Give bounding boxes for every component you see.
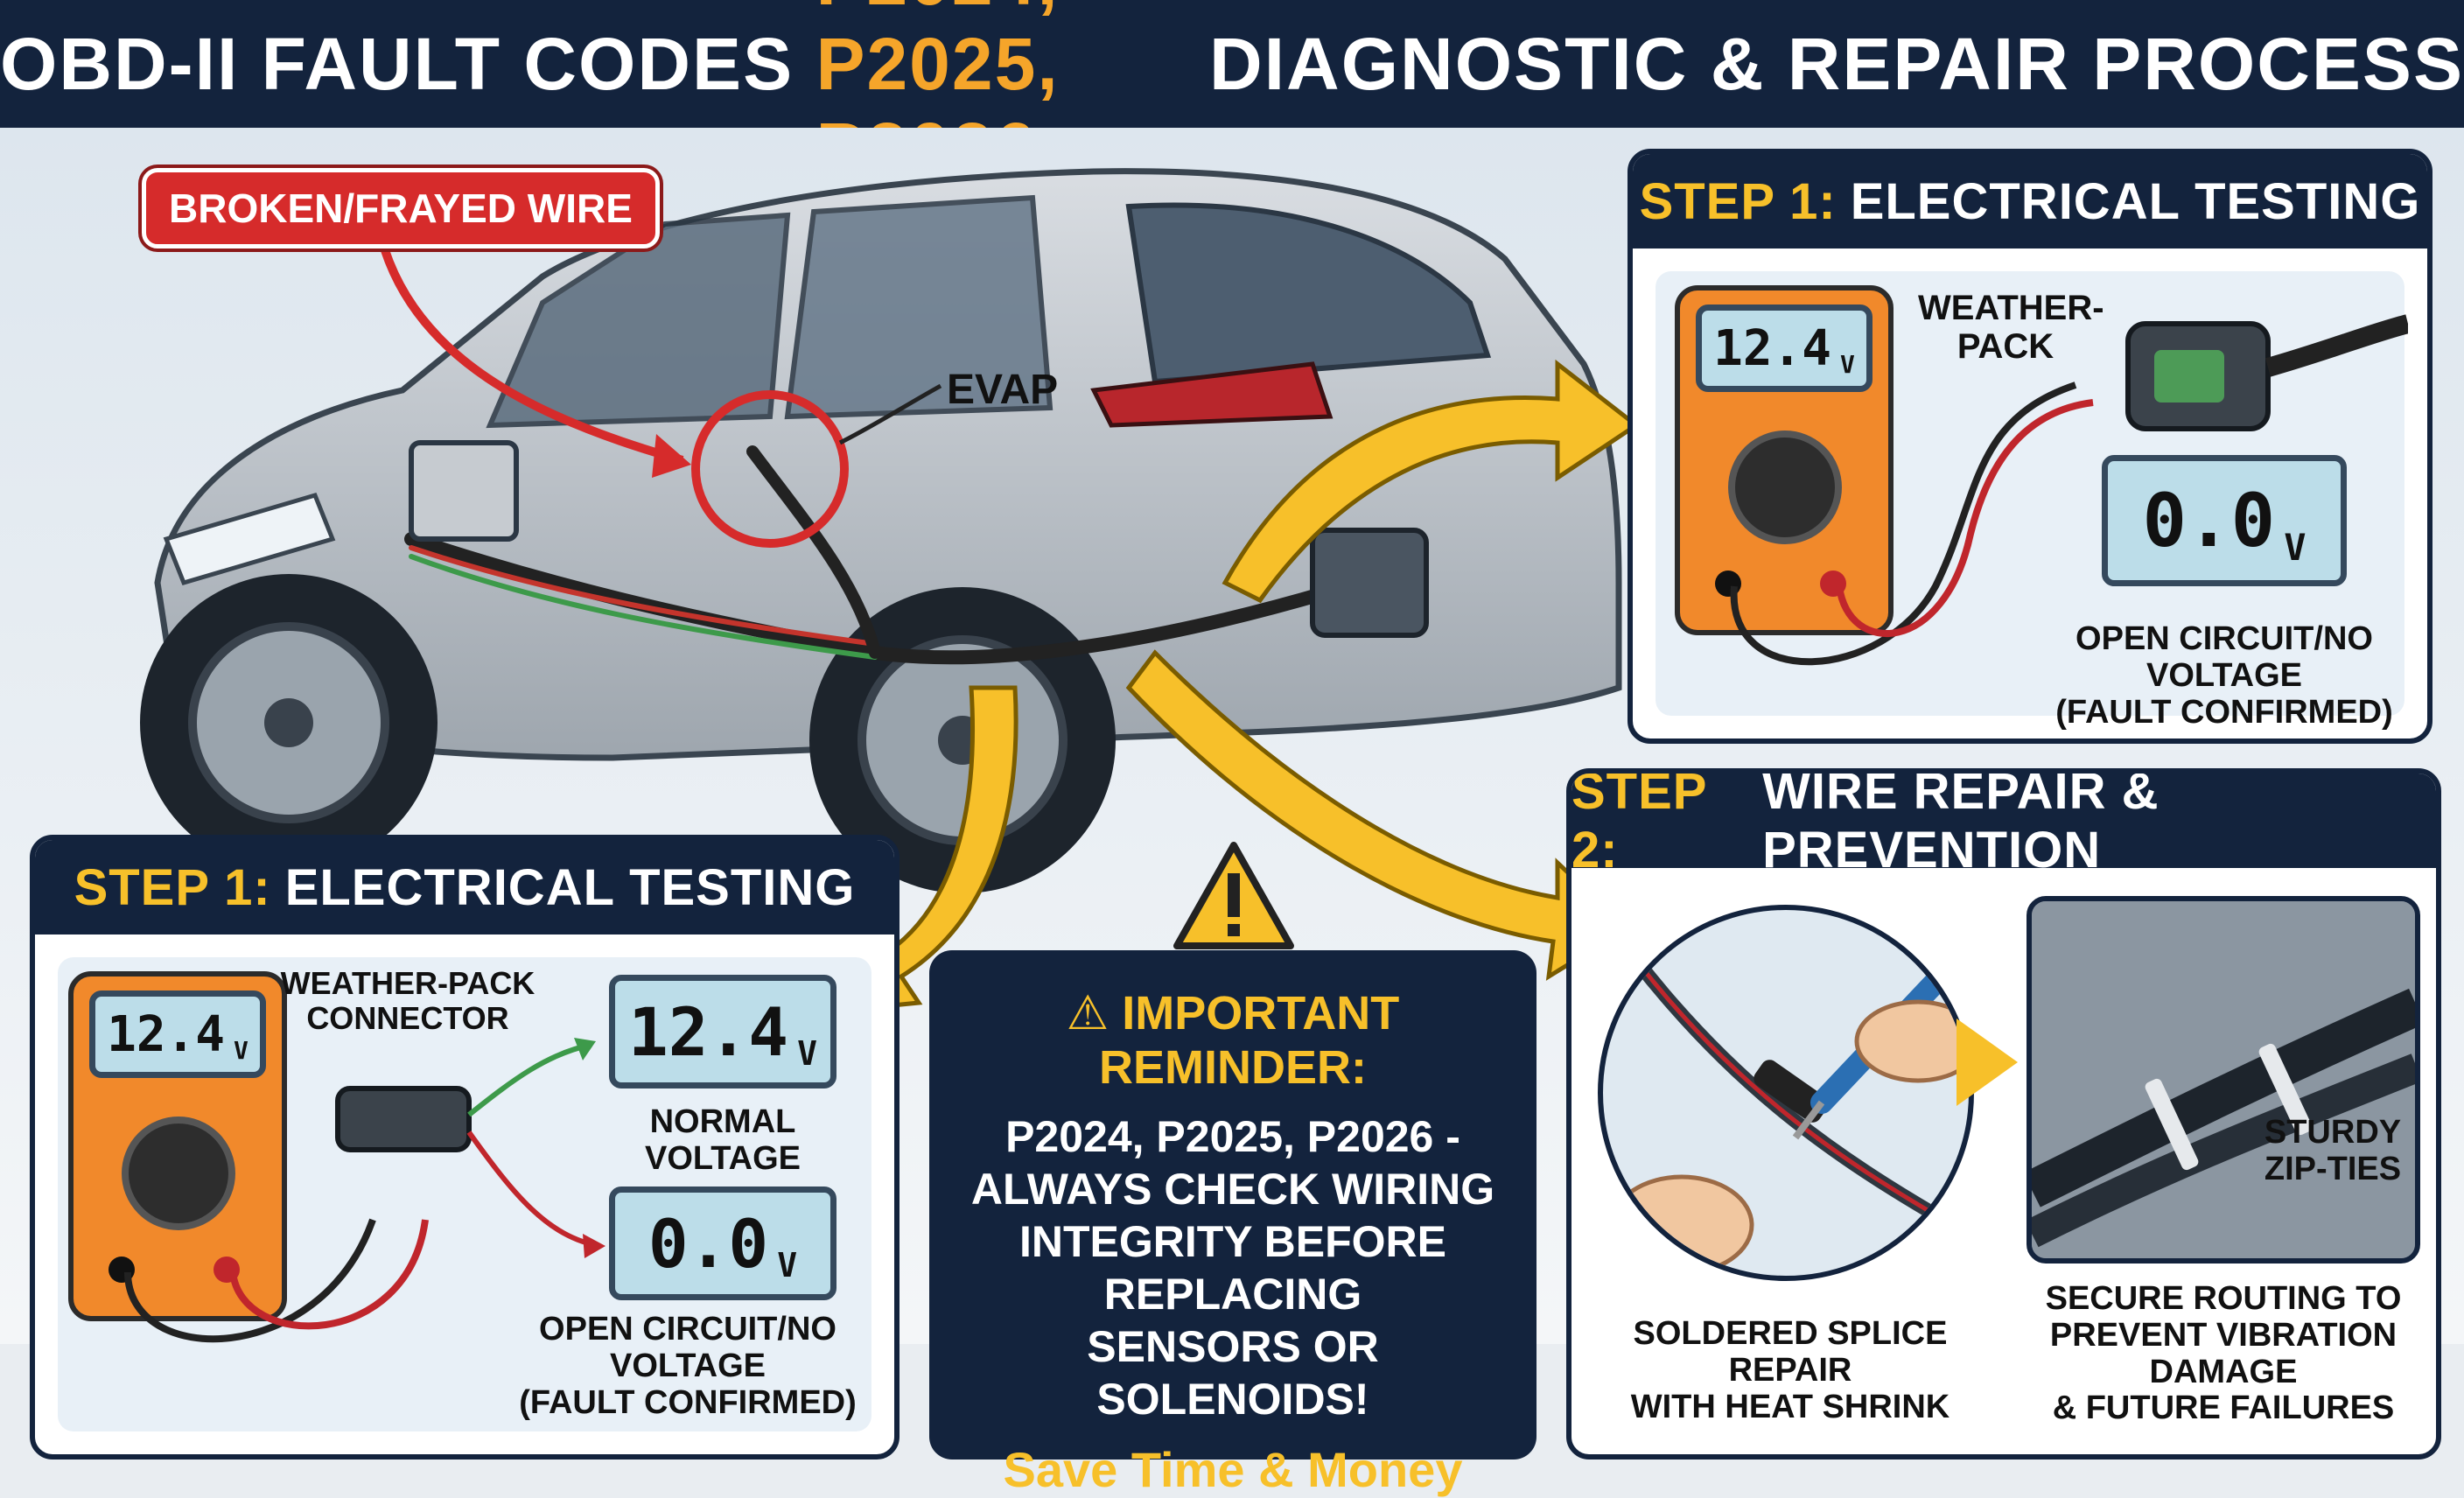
step1-top-status-line2: (FAULT CONFIRMED) [2055,693,2393,731]
headlight [163,492,336,586]
left-connector-body [335,1086,472,1152]
reminder-warning-icon: ⚠ [1066,987,1123,1040]
multimeter-unit: V [1840,349,1855,379]
splice-caption-line1: SOLDERED SPLICE REPAIR [1633,1315,1948,1389]
step1-top-readout-value: 0.0 [2142,478,2276,564]
ziptie-label: STURDY ZIP-TIES [2254,1114,2412,1188]
harness-routing-illustration [2032,901,2415,1258]
reminder-body: P2024, P2025, P2026 - ALWAYS CHECK WIRIN… [956,1110,1510,1425]
fault-voltage-unit: V [777,1245,798,1284]
broken-wire-label: BROKEN/FRAYED WIRE [142,168,660,248]
normal-voltage-unit: V [797,1033,817,1073]
left-multimeter-reading: 12.4 [107,1005,225,1063]
weatherpack-label: WEATHER- PACK [1918,289,2104,366]
step1-top-readout-unit: V [2284,526,2306,570]
broken-wire-highlight [691,390,849,548]
left-connector-label-line1: WEATHER-PACK [280,965,536,1001]
evap-label: EVAP [947,367,1059,413]
multimeter-dial [1728,430,1842,544]
front-wheel [140,574,438,872]
routing-caption-line2: PREVENT VIBRATION DAMAGE [2049,1316,2398,1390]
fault-voltage-caption: OPEN CIRCUIT/NO VOLTAGE (FAULT CONFIRMED… [495,1311,880,1421]
left-connector-label: WEATHER-PACK CONNECTOR [276,966,539,1035]
evap-solenoid [1310,528,1429,638]
splice-image [1598,905,1974,1281]
page-header: OBD-II FAULT CODES P2024, P2025, P2026: … [0,0,2464,190]
header-prefix: OBD-II FAULT CODES [0,22,816,105]
step1-top-title: STEP 1: ELECTRICAL TESTING [1633,154,2427,248]
step1-top-step: STEP 1: [1639,172,1837,230]
control-module [409,440,519,542]
left-multimeter-dial [122,1116,235,1230]
probe-leads [1730,314,2408,666]
reminder-footer: Save Time & Money [1003,1442,1463,1497]
ziptie-label-line2: ZIP-TIES [2264,1150,2402,1187]
warning-icon [1173,842,1294,949]
reminder-line4: SENSORS OR SOLENOIDS! [1087,1322,1379,1424]
reminder-title: ⚠ IMPORTANT REMINDER: [956,985,1510,1095]
splice-caption-line2: WITH HEAT SHRINK [1630,1388,1950,1425]
fault-voltage-line1: OPEN CIRCUIT/NO VOLTAGE [539,1311,836,1384]
left-multimeter-unit: V [234,1035,248,1065]
hatch-window [1125,202,1492,385]
tail-light [1090,361,1334,428]
wiring-harness [404,445,1337,665]
weatherpack-label-line2: PACK [1956,327,2054,366]
normal-voltage-value: 12.4 [628,992,789,1071]
rear-window [784,194,1054,420]
important-reminder: ⚠ IMPORTANT REMINDER: P2024, P2025, P202… [929,950,1536,1497]
weatherpack-label-line1: WEATHER- [1918,289,2104,327]
reminder-line3: INTEGRITY BEFORE REPLACING [1018,1217,1446,1319]
header-suffix: DIAGNOSTIC & REPAIR PROCESS [1186,22,2464,105]
step2-panel: STEP 2: WIRE REPAIR & PREVENTION [1566,768,2441,1460]
step1-top-status: OPEN CIRCUIT/NO VOLTAGE (FAULT CONFIRMED… [2040,620,2408,731]
step2-heading: WIRE REPAIR & PREVENTION [1762,768,2160,878]
routing-caption-line1: SECURE ROUTING TO [2045,1280,2402,1317]
step1-left-title: STEP 1: ELECTRICAL TESTING [35,840,894,934]
step2-title: STEP 2: WIRE REPAIR & PREVENTION [1572,774,2436,878]
step1-left-heading: ELECTRICAL TESTING [284,858,856,916]
soldering-illustration [1609,934,1969,1276]
ziptie-label-line1: STURDY [2264,1114,2402,1151]
reminder-line2: ALWAYS CHECK WIRING [970,1165,1495,1214]
broken-wire-pointer [381,248,684,465]
routing-caption: SECURE ROUTING TO PREVENT VIBRATION DAMA… [2009,1280,2436,1427]
normal-voltage-caption: NORMAL VOLTAGE [644,1103,802,1177]
reminder-line1: P2024, P2025, P2026 - [1005,1112,1460,1161]
multimeter-reading: 12.4 [1713,319,1831,377]
infographic-stage: BROKEN/FRAYED WIRE EVAP STEP 1: ELECTRIC… [0,128,2464,1497]
splice-caption: SOLDERED SPLICE REPAIR WITH HEAT SHRINK [1580,1315,2000,1425]
step1-left-step: STEP 1: [74,858,271,916]
fault-voltage-line2: (FAULT CONFIRMED) [519,1383,857,1421]
reminder-title-text: IMPORTANT REMINDER: [1099,987,1400,1094]
step2-arrow-icon [1956,1018,2018,1106]
step2-step: STEP 2: [1572,768,1707,878]
left-connector-label-line2: CONNECTOR [306,999,509,1036]
routing-image [2026,896,2420,1264]
routing-caption-line3: & FUTURE FAILURES [2052,1390,2395,1427]
step1-top-status-line1: OPEN CIRCUIT/NO VOLTAGE [2076,620,2373,694]
fault-voltage-value: 0.0 [648,1204,769,1283]
step1-top-heading: ELECTRICAL TESTING [1850,172,2421,230]
left-probe-leads [124,1038,606,1343]
